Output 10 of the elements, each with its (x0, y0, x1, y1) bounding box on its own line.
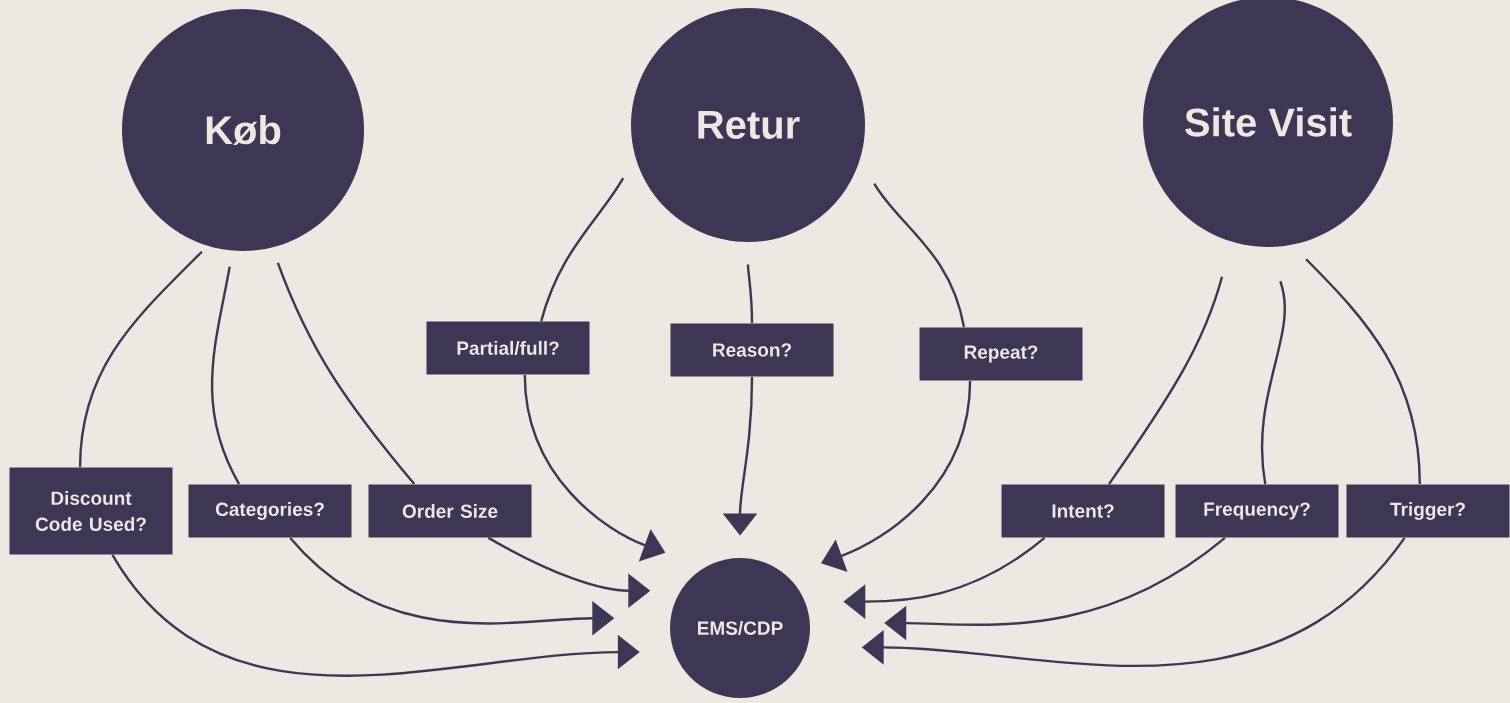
question-box: Trigger? (1346, 484, 1510, 538)
arrow (111, 554, 640, 677)
question-box: Order Size (368, 484, 532, 538)
question-box: Intent? (1001, 484, 1165, 538)
question-box: Discount Code Used? (9, 467, 173, 555)
question-box: Repeat? (919, 327, 1083, 381)
question-box: Frequency? (1175, 484, 1339, 538)
question-box: Reason? (670, 323, 834, 377)
question-box: Partial/full? (426, 321, 590, 375)
question-box: Categories? (188, 484, 352, 538)
